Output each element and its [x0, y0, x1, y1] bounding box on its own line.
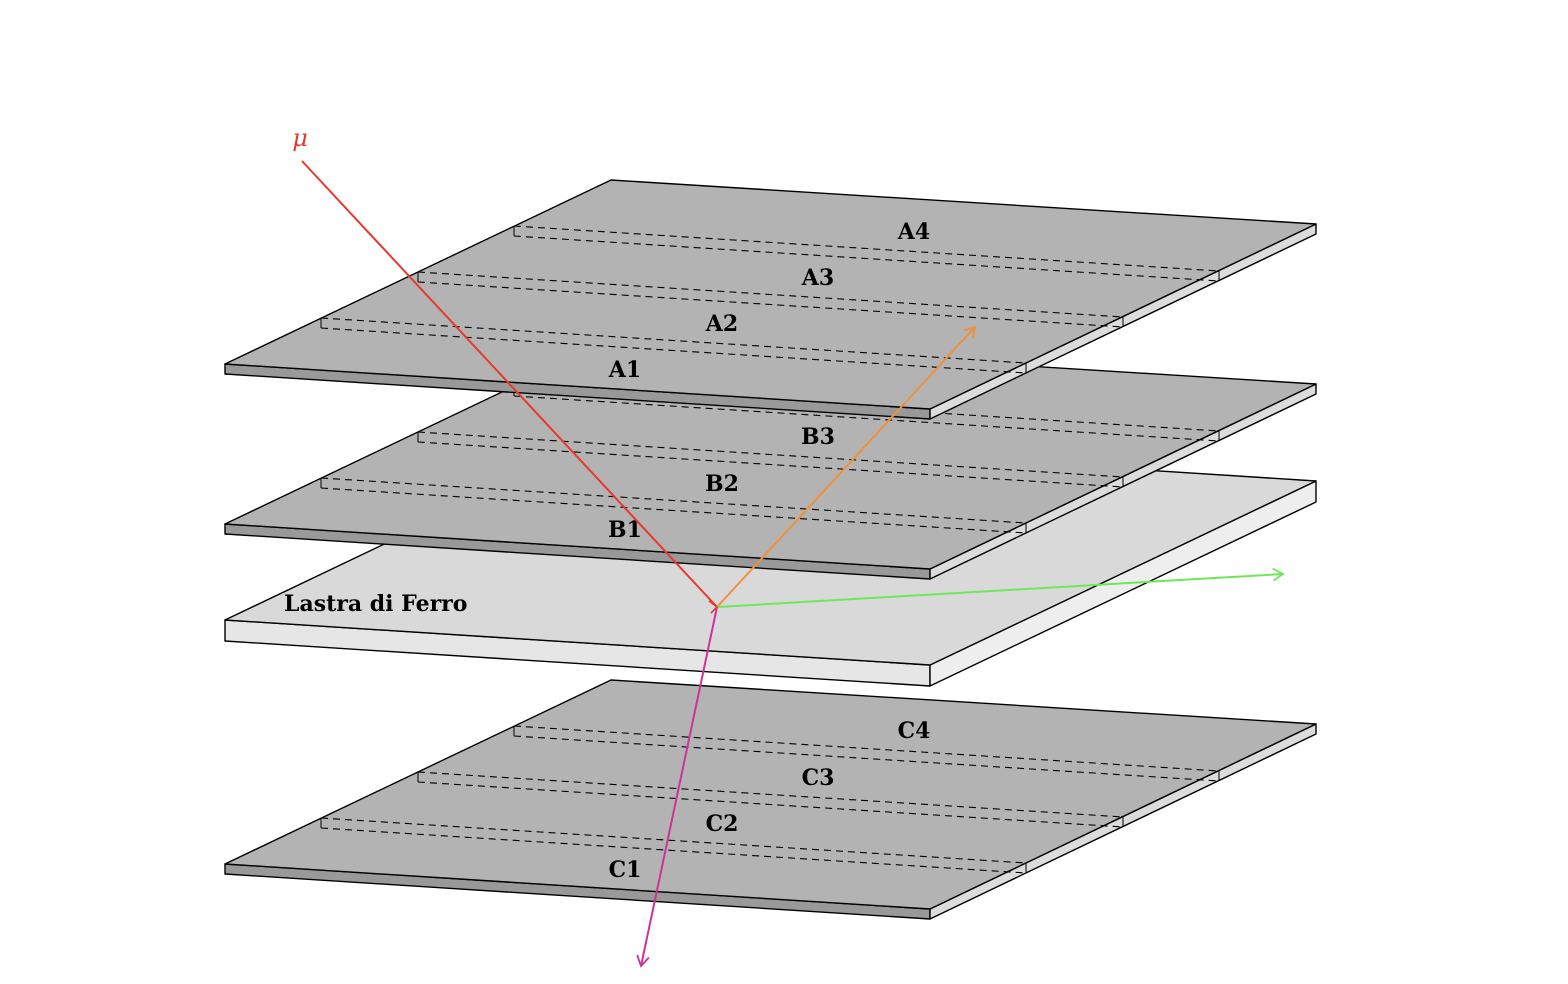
strip-label-b2: B2: [705, 471, 739, 497]
green-track-arrow: [716, 567, 1285, 608]
iron-plate-label: Lastra di Ferro: [284, 591, 467, 617]
plane-c-strip-dividers: [320, 725, 1220, 874]
muon-label: μ: [292, 124, 308, 152]
strip-label-c2: C2: [706, 811, 739, 837]
detector-plane-c: C1 C2 C3 C4: [224, 679, 1317, 920]
strip-label-c3: C3: [802, 765, 835, 791]
strip-label-a4: A4: [897, 219, 930, 245]
orange-track-arrow: [716, 325, 977, 608]
strip-label-a3: A3: [801, 265, 834, 291]
strip-label-b3: B3: [801, 424, 835, 450]
plane-a-strip-dividers: [320, 225, 1220, 374]
interaction-vertex-icon: [708, 600, 719, 614]
muon-track: [301, 160, 718, 608]
plane-b-strip-dividers: [320, 385, 1220, 534]
strip-label-a1: A1: [608, 357, 641, 383]
particle-tracks: μ: [292, 124, 1285, 968]
detector-plane-a: A1 A2 A3 A4: [224, 179, 1317, 420]
strip-label-c1: C1: [609, 857, 642, 883]
strip-label-a2: A2: [705, 311, 738, 337]
detector-plane-b: B1 B2 B3: [224, 339, 1317, 580]
strip-label-c4: C4: [898, 718, 931, 744]
magenta-track-arrow: [636, 606, 718, 968]
